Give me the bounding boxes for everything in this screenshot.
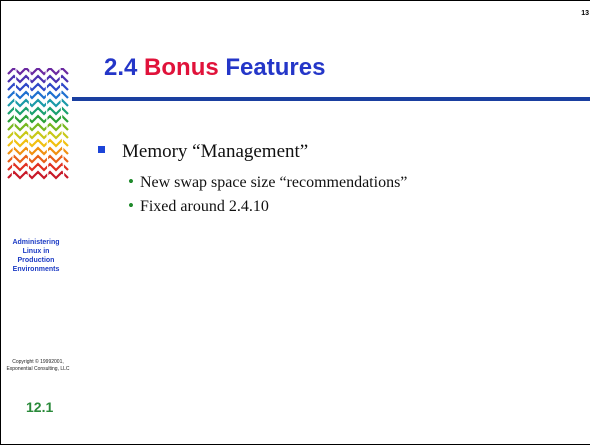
slide-title: 2.4 Bonus Features <box>104 54 325 82</box>
page-number: 13 <box>581 10 589 17</box>
title-accent-word: Bonus <box>144 54 219 81</box>
course-title-line: Administering <box>12 239 60 246</box>
course-title-line: Linux in <box>22 248 50 255</box>
frame-top-border <box>0 0 590 1</box>
copyright-notice: Copyright © 19992001, Exponential Consul… <box>0 359 76 373</box>
sub-bullet-text: New swap space size “recommendations” <box>139 174 408 191</box>
course-title: Administering Linux in Production Enviro… <box>2 238 70 274</box>
bullet-level1: Memory “Management” <box>98 141 308 163</box>
section-number: 12.1 <box>26 399 54 415</box>
course-title-line: Production <box>17 257 55 264</box>
copyright-line: Exponential Consulting, LLC <box>6 366 70 372</box>
sub-bullet-item: • New swap space size “recommendations” <box>128 172 407 192</box>
course-title-line: Environments <box>12 266 60 273</box>
bullet-level1-text: Memory “Management” <box>122 141 309 162</box>
sub-bullet-text: Fixed around 2.4.10 <box>139 198 269 215</box>
sub-bullet-item: • Fixed around 2.4.10 <box>128 196 269 216</box>
multicolor-zigzag-logo-icon <box>7 68 69 187</box>
square-bullet-icon <box>98 146 105 153</box>
round-bullet-icon: • <box>128 172 134 191</box>
title-suffix: Features <box>225 54 326 81</box>
round-bullet-icon: • <box>128 196 134 215</box>
title-prefix: 2.4 <box>104 54 138 81</box>
frame-left-border <box>0 0 1 445</box>
title-underline-rule <box>72 97 590 101</box>
copyright-line: Copyright © 19992001, <box>12 359 64 365</box>
